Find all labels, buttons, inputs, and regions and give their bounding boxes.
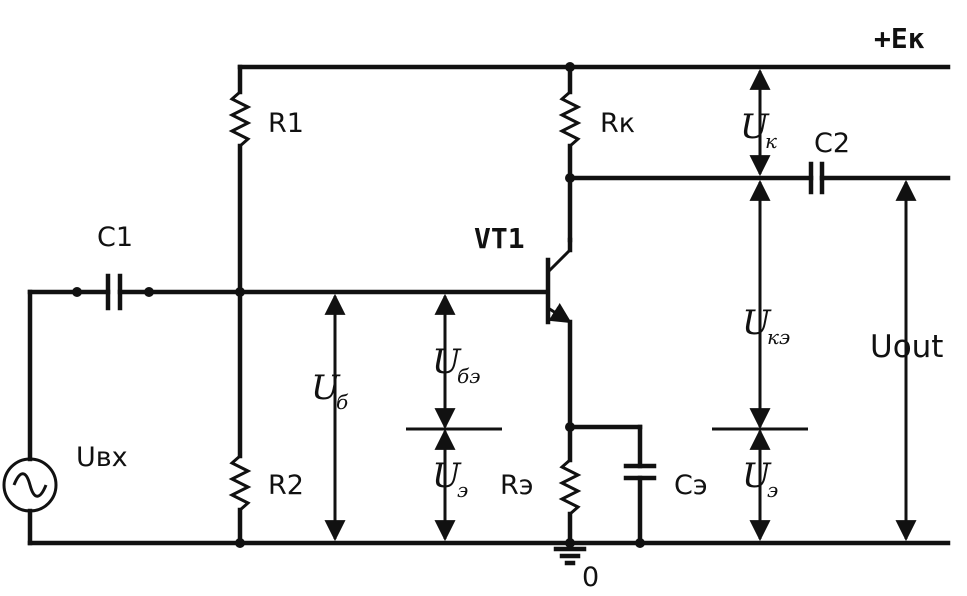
supply-label: +Eк	[874, 22, 925, 55]
ce-label: Cэ	[674, 470, 708, 501]
svg-text:э: э	[457, 478, 468, 502]
ground-symbol	[553, 546, 587, 566]
svg-text:э: э	[767, 478, 778, 502]
supply-node	[565, 62, 575, 72]
resistor-rk	[558, 64, 582, 243]
ube-label: U бэ	[432, 342, 480, 388]
svg-text:бэ: бэ	[457, 364, 480, 388]
svg-text:U: U	[432, 456, 462, 496]
r2-label: R2	[268, 470, 304, 501]
ue-right-label: U э	[742, 456, 778, 502]
svg-text:к: к	[765, 129, 777, 153]
capacitor-c2	[567, 161, 951, 195]
c2-label: C2	[814, 128, 850, 159]
svg-text:U: U	[432, 342, 462, 382]
base-node	[235, 287, 245, 297]
source-label: Uвх	[76, 442, 128, 473]
ground-node-center	[565, 538, 575, 548]
svg-text:U: U	[311, 368, 341, 408]
ub-label: U б	[311, 368, 349, 414]
resistor-re	[558, 458, 582, 546]
transistor-vt1	[545, 237, 573, 463]
resistor-r2	[228, 289, 252, 546]
capacitor-c1	[27, 273, 548, 311]
c1-label: C1	[97, 222, 133, 253]
re-label: Rэ	[500, 470, 534, 501]
ac-source	[2, 289, 58, 546]
ue-left-label: U э	[432, 456, 468, 502]
rk-label: Rк	[600, 108, 635, 139]
r1-label: R1	[268, 108, 304, 139]
svg-text:U: U	[742, 303, 772, 343]
svg-text:б: б	[336, 390, 349, 414]
resistor-r1	[228, 64, 252, 295]
transistor-label: VT1	[474, 222, 525, 255]
uke-label: U кэ	[742, 303, 790, 349]
output-label: Uout	[870, 329, 943, 365]
svg-text:U: U	[740, 107, 770, 147]
svg-text:U: U	[742, 456, 772, 496]
ground-node-ce	[635, 538, 645, 548]
ground-label: 0	[582, 562, 599, 593]
capacitor-ce	[567, 424, 657, 546]
svg-text:кэ: кэ	[767, 325, 790, 349]
ground-node-left	[235, 538, 245, 548]
uk-label: U к	[740, 107, 777, 153]
